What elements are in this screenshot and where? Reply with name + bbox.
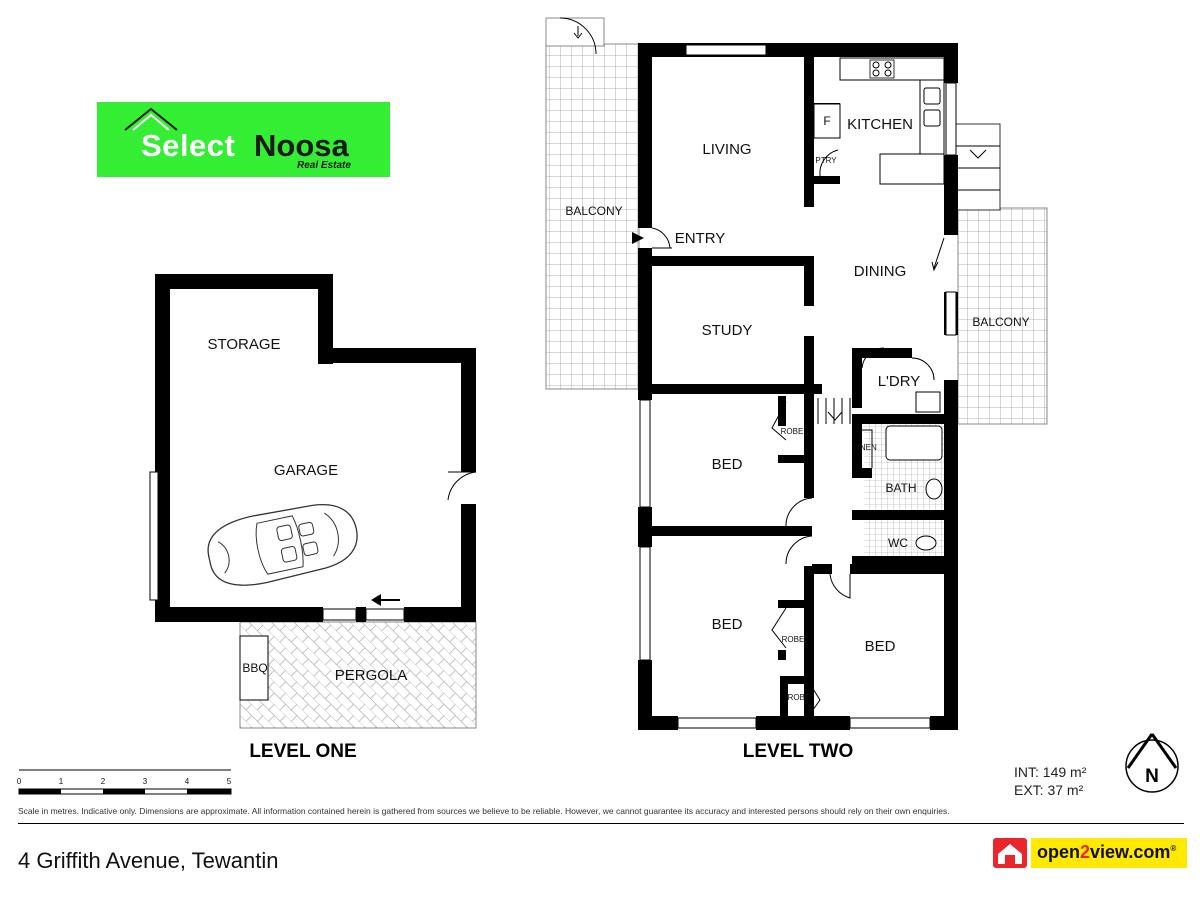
level-two-title: LEVEL TWO (743, 741, 853, 762)
garage-label: GARAGE (274, 462, 338, 479)
internal-area: INT: 149 m² (1014, 764, 1087, 780)
scale-tick-4: 4 (185, 777, 190, 786)
balcony-right-deck (957, 207, 1048, 425)
level-one-plan: STORAGE GARAGE PERGOLA BBQ LEVEL ONE (149, 274, 477, 762)
bbq-unit (239, 635, 269, 701)
scale-tick-2: 2 (101, 777, 106, 786)
house-icon (993, 838, 1027, 868)
compass-letter: N (1145, 766, 1159, 787)
entry-label: ENTRY (675, 230, 726, 247)
fridge-label: F (823, 114, 830, 128)
pantry-label: PTRY (815, 156, 837, 165)
study-label: STUDY (702, 322, 753, 339)
robe-3-label: ROBE (788, 693, 811, 702)
pergola-label: PERGOLA (335, 667, 408, 684)
linen-label: LINEN (853, 443, 877, 452)
stairs-right (955, 123, 1001, 211)
laundry-tub-icon (915, 391, 941, 413)
logo-tagline: Real Estate (297, 160, 351, 171)
north-compass-icon: N (1125, 733, 1179, 793)
scale-tick-5: 5 (227, 777, 232, 786)
storage-label: STORAGE (207, 336, 280, 353)
bed-2-label: BED (712, 616, 743, 633)
pergola-deck (239, 621, 477, 729)
disclaimer-text: Scale in metres. Indicative only. Dimens… (18, 806, 950, 816)
basin-icon (925, 478, 943, 500)
open2view-badge[interactable]: open2view.com® (993, 838, 1187, 868)
balcony-right-label: BALCONY (972, 315, 1029, 329)
logo-word-noosa: Noosa (254, 128, 349, 163)
wc-label: WC (888, 536, 908, 550)
laundry-label: L'DRY (878, 373, 921, 390)
level-two-plan: LIVING KITCHEN F PTRY BALCONY ENTRY DINI… (545, 17, 1048, 762)
scale-tick-3: 3 (143, 777, 148, 786)
robe-2-label: ROBE (782, 635, 805, 644)
robe-1-label: ROBE (781, 427, 804, 436)
open2view-wordmark: open2view.com® (1031, 838, 1187, 868)
bathtub-icon (885, 425, 943, 461)
bath-label: BATH (885, 481, 916, 495)
balcony-left-deck (545, 43, 640, 390)
dining-label: DINING (854, 263, 907, 280)
toilet-icon (915, 535, 937, 551)
wordmark-two: 2 (1080, 842, 1091, 862)
bed-3-label: BED (865, 638, 896, 655)
property-address: 4 Griffith Avenue, Tewantin (18, 848, 279, 873)
wordmark-open: open (1037, 842, 1080, 862)
stairs-center (817, 398, 851, 424)
car-icon (207, 504, 358, 586)
brand-logo: Select Noosa Real Estate (97, 102, 390, 177)
bbq-label: BBQ (242, 661, 267, 675)
scale-tick-0: 0 (17, 777, 22, 786)
footer-divider (18, 823, 1184, 824)
level-one-title: LEVEL ONE (249, 741, 356, 762)
bed-1-label: BED (712, 456, 743, 473)
living-label: LIVING (702, 141, 751, 158)
wordmark-view: view.com (1090, 842, 1171, 862)
logo-word-select: Select (141, 128, 236, 163)
external-area: EXT: 37 m² (1014, 782, 1084, 798)
kitchen-island (879, 153, 945, 185)
kitchen-label: KITCHEN (847, 116, 913, 133)
cooktop-icon (869, 59, 895, 79)
scale-tick-1: 1 (59, 777, 64, 786)
scale-bar: 0 1 2 3 4 5 (17, 769, 232, 795)
roof-icon (124, 107, 178, 131)
balcony-left-label: BALCONY (565, 204, 622, 218)
wordmark-registered: ® (1170, 844, 1177, 853)
sink-icon (923, 87, 941, 127)
